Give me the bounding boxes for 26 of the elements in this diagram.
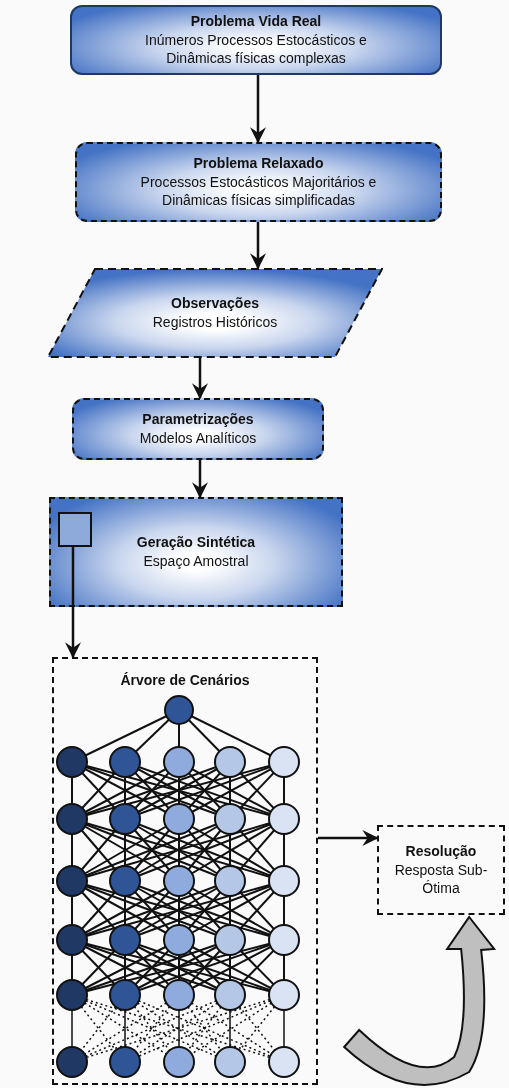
arrow [250,222,266,270]
box-shape [58,512,92,547]
process-box [72,398,324,460]
arrow [250,75,266,144]
arrow [192,358,208,400]
process-box [377,825,505,915]
node-title: Resolução [405,841,477,861]
node-description: Registros Históricos [152,313,278,332]
node-title: Problema Vida Real [190,11,322,31]
node-title: Parametrizações [142,410,254,429]
curved-block-arrow [343,916,496,1086]
node-title: Problema Relaxado [193,153,324,173]
node-description: Modelos Analíticos [139,429,257,448]
process-box [70,5,442,75]
arrow [318,830,379,846]
node-title: Geração Sintética [136,533,256,552]
node-description: Resposta Sub-Ótima [393,860,489,899]
node-title: Árvore de Cenários [120,671,250,690]
node-description: Inúmeros Processos Estocásticos e Dinâmicas físicas complexas [144,30,368,69]
node-description: Processos Estocásticos Majoritários e Dinâmicas físicas simplificadas [139,172,378,211]
node-title: Observações [171,294,259,313]
arrow [192,460,208,499]
process-box [49,497,343,607]
node-description: Espaço Amostral [143,552,249,571]
arrow [65,545,81,659]
process-box [75,142,442,222]
